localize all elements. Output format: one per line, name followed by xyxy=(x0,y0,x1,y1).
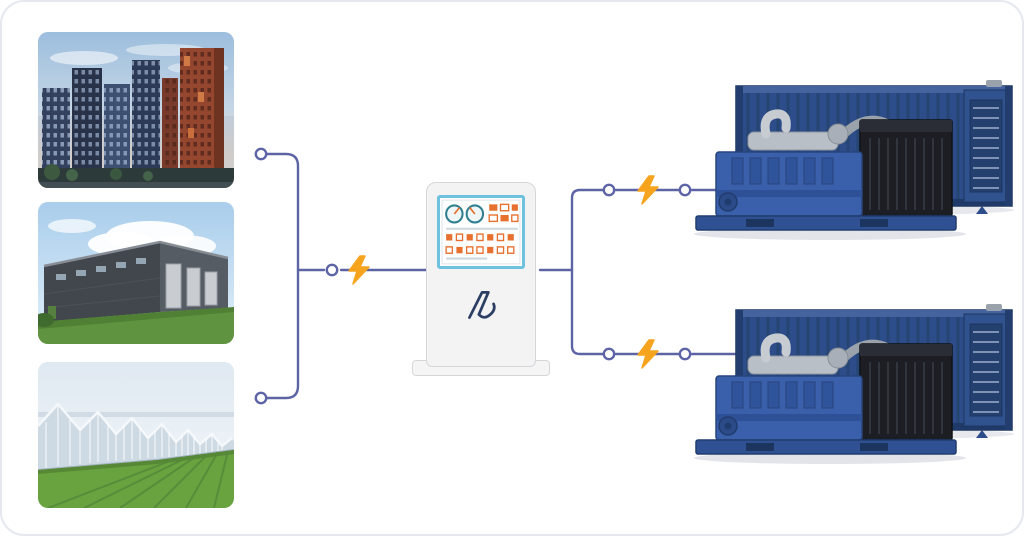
connection-node xyxy=(678,347,692,361)
warehouse-building xyxy=(43,240,229,322)
photo-greenhouses xyxy=(38,362,234,508)
roller-doors xyxy=(165,263,218,309)
red-tower xyxy=(162,48,224,170)
lightning-icon xyxy=(348,255,370,285)
connection-node xyxy=(325,263,339,277)
right-branch-line xyxy=(570,188,605,356)
control-panel-graphics xyxy=(440,198,522,266)
tower-block xyxy=(42,60,160,170)
containerized-diesel-generator-illustration xyxy=(690,302,1016,470)
lightning-icon xyxy=(637,339,659,369)
generator-unit-2 xyxy=(690,302,1016,470)
left-branch-line xyxy=(264,152,300,400)
generator-unit-1 xyxy=(690,78,1016,246)
greenhouse-illustration xyxy=(38,362,234,508)
control-cabinet xyxy=(412,182,550,376)
connection-node xyxy=(254,391,268,405)
button-row xyxy=(446,233,514,242)
lightning-icon xyxy=(637,175,659,205)
cabinet-logo-icon xyxy=(468,290,496,319)
residential-buildings-illustration xyxy=(38,32,234,188)
indicator-buttons xyxy=(488,203,519,223)
photo-residential-buildings xyxy=(38,32,234,188)
containerized-diesel-generator-illustration xyxy=(690,78,1016,246)
button-row xyxy=(445,246,515,254)
connection-node xyxy=(254,147,268,161)
connection-node xyxy=(602,183,616,197)
industrial-building-illustration xyxy=(38,202,234,344)
photo-industrial-building xyxy=(38,202,234,344)
connection-node xyxy=(602,347,616,361)
connection-node xyxy=(678,183,692,197)
greenhouse-structures xyxy=(38,402,234,471)
cabinet-body xyxy=(426,182,536,367)
gauge-icon xyxy=(445,204,464,224)
control-panel-screen xyxy=(437,195,525,269)
